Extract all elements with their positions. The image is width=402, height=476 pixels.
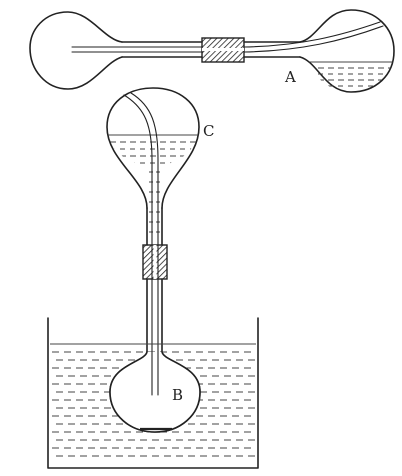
label-a: A [284, 68, 296, 86]
top-left-bulb [29, 11, 123, 90]
lower-bulb-mask [110, 352, 200, 432]
top-inner-tube-right [243, 21, 384, 53]
top-right-tube [243, 41, 301, 58]
lower-bulb-outline [109, 351, 201, 433]
top-right-liquid [308, 61, 394, 87]
bath-vessel [47, 317, 259, 469]
label-b-top: B [172, 386, 183, 404]
upper-bulb-liquid [107, 134, 199, 164]
top-right-bulb [299, 9, 395, 93]
upper-bulb-c [106, 87, 200, 209]
water-bath: B [47, 317, 259, 469]
vertical-tube-upper [146, 207, 163, 246]
top-left-tube [121, 41, 203, 58]
vertical-tube-lower [146, 278, 163, 353]
inner-tube-in-bulb [151, 351, 159, 396]
vertical-apparatus: C [106, 87, 214, 433]
label-c: C [203, 122, 214, 140]
inner-tube [123, 92, 159, 396]
top-apparatus: A [29, 9, 395, 93]
top-inner-tube-left [71, 46, 203, 53]
